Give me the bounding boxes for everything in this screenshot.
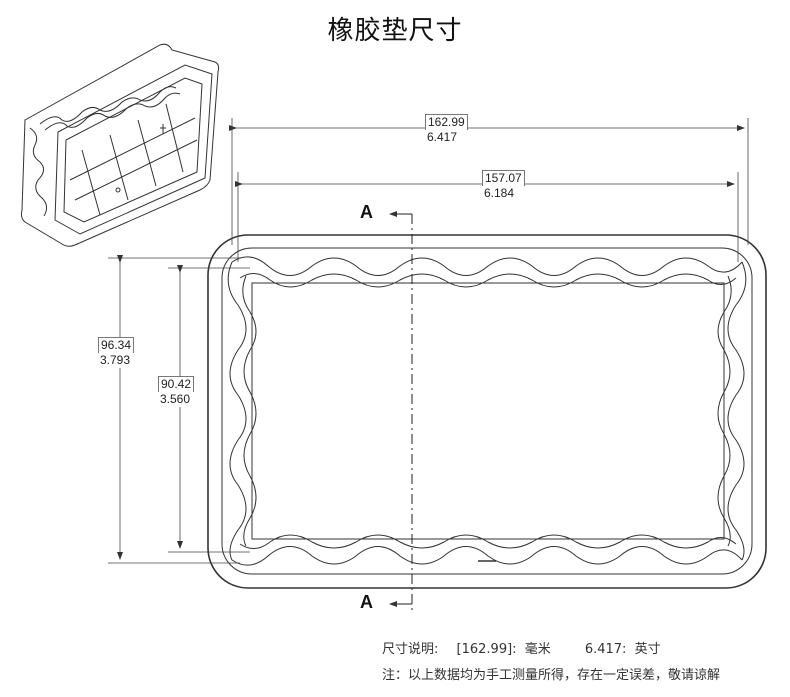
unit-note-label: 尺寸说明:	[382, 642, 439, 657]
outer-height-inch: 3.793	[100, 353, 131, 367]
dimension-lines	[108, 118, 749, 564]
outer-height-mm: 96.34	[98, 337, 135, 353]
unit-note-inch-unit: 英寸	[634, 642, 661, 657]
outer-width-inch: 6.417	[427, 130, 458, 144]
section-label-bottom: A	[360, 592, 373, 612]
unit-note-mm-unit: 毫米	[524, 642, 551, 657]
outer-width-mm: 162.99	[425, 114, 468, 130]
isometric-view	[20, 43, 220, 247]
unit-note-mm-value: [162.99]:	[456, 642, 517, 657]
inner-width-mm: 157.07	[482, 170, 525, 186]
inner-height-label: 90.42 3.560	[158, 376, 195, 407]
unit-note-inch-value: 6.417:	[584, 642, 627, 657]
outer-height-label: 96.34 3.793	[98, 337, 135, 368]
inner-width-label: 157.07 6.184	[482, 170, 525, 201]
disclaimer-note: 注：以上数据均为手工测量所得，存在一定误差，敬请谅解	[382, 668, 721, 683]
plan-view	[207, 211, 767, 610]
outer-width-label: 162.99 6.417	[425, 114, 468, 145]
inner-width-inch: 6.184	[484, 186, 515, 200]
inner-height-mm: 90.42	[158, 376, 195, 392]
section-label-top: A	[360, 202, 373, 222]
inner-height-inch: 3.560	[160, 392, 191, 406]
unit-note: 尺寸说明: [162.99]: 毫米 6.417: 英寸	[382, 638, 675, 657]
page-title: 橡胶垫尺寸	[327, 16, 463, 46]
